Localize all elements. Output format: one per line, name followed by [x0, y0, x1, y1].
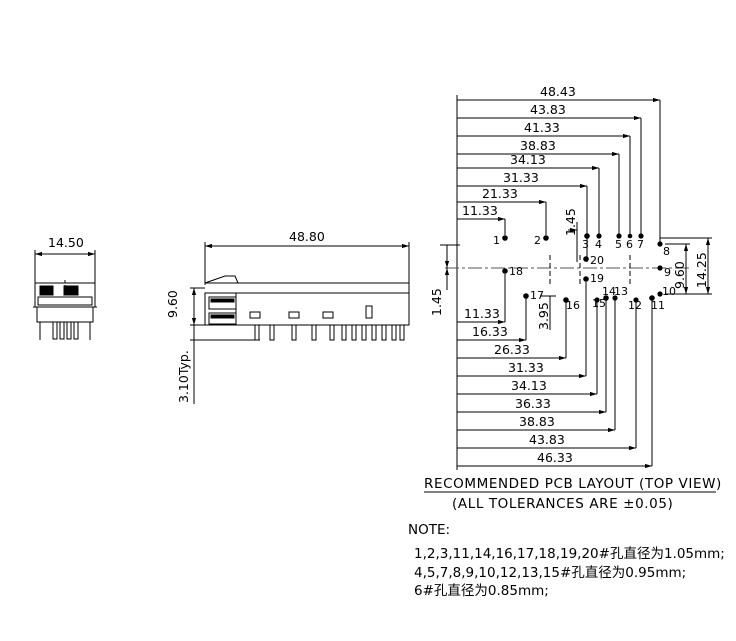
dim-top-41-33: 41.33 [524, 120, 560, 135]
pin-label: 16 [566, 299, 580, 312]
pcb-layout-subtitle: (ALL TOLERANCES ARE ±0.05) [452, 496, 673, 512]
pin-label: 15 [592, 297, 606, 310]
note-line-2: 4,5,7,8,9,10,12,13,15#孔直径为0.95mm; [414, 565, 687, 581]
dim-bot-16-33: 16.33 [472, 324, 508, 339]
pin-label: 13 [614, 285, 628, 298]
pcb-layout-title: RECOMMENDED PCB LAYOUT (TOP VIEW) [424, 476, 722, 492]
pin-label: 1 [493, 234, 500, 247]
pin-label: 11 [651, 299, 665, 312]
front-width-dim: 14.50 [48, 235, 84, 250]
dim-3-95: 3.95 [536, 302, 551, 330]
pin-label: 7 [637, 238, 644, 251]
dim-top-48-43: 48.43 [540, 84, 576, 99]
front-view [33, 250, 97, 340]
side-pins [254, 324, 405, 341]
dim-1-45-top: 1.45 [563, 208, 578, 236]
dim-bot-31-33: 31.33 [508, 360, 544, 375]
pcb-holes [502, 233, 663, 303]
dim-top-31-33: 31.33 [503, 170, 539, 185]
dim-top-38-83: 38.83 [520, 138, 556, 153]
dim-bot-11-33: 11.33 [464, 306, 500, 321]
dim-bot-46-33: 46.33 [537, 450, 573, 465]
dim-top-34-13: 34.13 [510, 152, 546, 167]
side-view [190, 242, 410, 404]
dim-bot-36-33: 36.33 [515, 396, 551, 411]
pin-label: 3 [582, 238, 589, 251]
pin-labels: 1 2 3 4 5 6 7 8 9 10 11 12 13 14 15 16 1… [493, 234, 676, 312]
dim-bot-38-83: 38.83 [519, 414, 555, 429]
pin-label: 14 [602, 285, 616, 298]
dim-bot-34-13: 34.13 [511, 378, 547, 393]
note-heading: NOTE: [408, 522, 451, 538]
pin-label: 5 [615, 238, 622, 251]
pin-label: 18 [509, 265, 523, 278]
side-height-dim: 9.60 [165, 290, 180, 318]
side-length-dim: 48.80 [289, 229, 325, 244]
note-line-1: 1,2,3,11,14,16,17,18,19,20#孔直径为1.05mm; [414, 546, 725, 562]
pin-label: 17 [530, 289, 544, 302]
pcb-layout [440, 95, 712, 470]
pin-label: 9 [664, 266, 671, 279]
pin-label: 8 [663, 245, 670, 258]
dim-top-43-83: 43.83 [530, 102, 566, 117]
pin-label: 20 [590, 254, 604, 267]
dim-bot-43-83: 43.83 [529, 432, 565, 447]
dim-top-21-33: 21.33 [482, 186, 518, 201]
pin-label: 2 [534, 234, 541, 247]
pin-label: 12 [628, 299, 642, 312]
note-line-3: 6#孔直径为0.85mm; [414, 583, 549, 599]
pin-label: 4 [595, 238, 602, 251]
dim-bot-26-33: 26.33 [494, 342, 530, 357]
side-pin-dim: 3.10Typ. [176, 350, 191, 403]
pin-label: 6 [626, 238, 633, 251]
pin-label: 19 [590, 272, 604, 285]
dim-9-60: 9.60 [672, 261, 687, 289]
dim-1-45-left: 1.45 [429, 288, 444, 316]
dim-14-25: 14.25 [694, 252, 709, 288]
pin-label: 10 [662, 285, 676, 298]
dim-top-11-33: 11.33 [462, 203, 498, 218]
